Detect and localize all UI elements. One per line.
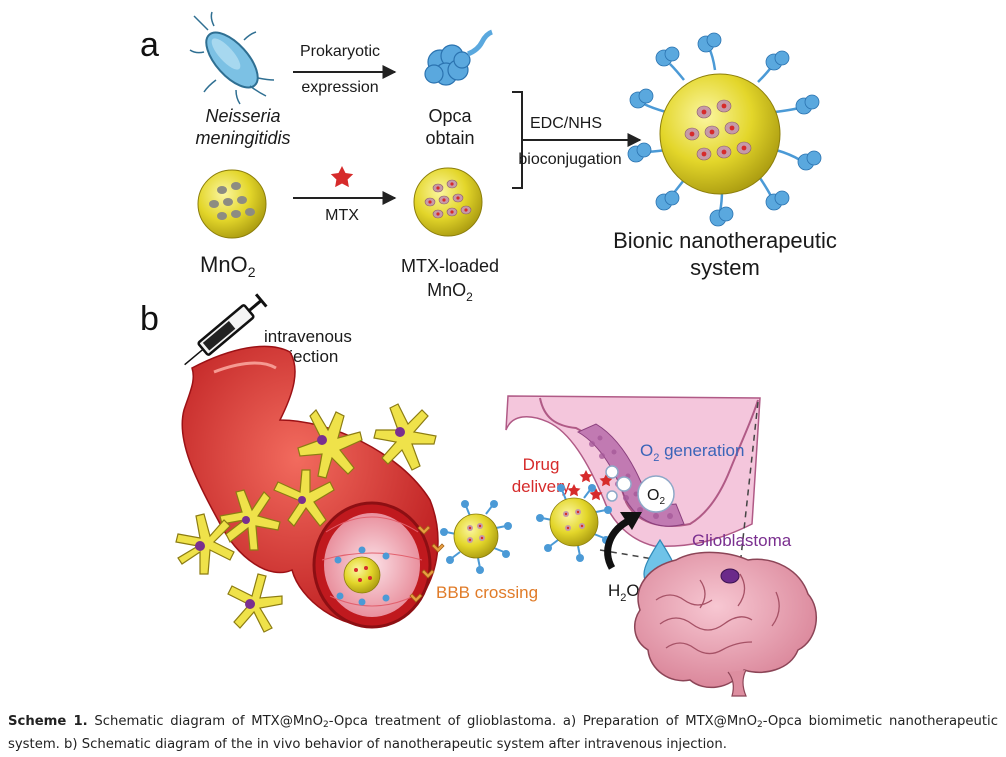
loaded-label-line2: MnO2	[427, 280, 473, 304]
panel-a-letter: a	[140, 26, 159, 64]
caption-sub-2: 2	[756, 720, 763, 730]
o2-bubbles-icon	[605, 465, 675, 513]
tumor-tissue-section-icon	[505, 395, 761, 573]
drug-release-stars	[567, 470, 613, 501]
drug-delivery-label-line2: delivery	[512, 477, 571, 496]
lumen-nanoparticle-icon	[334, 546, 390, 606]
caption-text-1: Schematic diagram of MTX@MnO	[87, 714, 324, 729]
opca-label-line2: obtain	[425, 128, 474, 148]
bbb-crossing-label: BBB crossing	[436, 583, 538, 602]
scheme-figure: a Neisseria meningitidis Prokaryotic exp…	[140, 11, 837, 697]
bacterium-label-line1: Neisseria	[205, 106, 280, 126]
caption-text-3: -Opca biomimetic nanotherapeutic system.…	[8, 714, 998, 752]
reaction-arrow-head	[620, 512, 642, 530]
arrow-label-prokaryotic: Prokaryotic	[300, 43, 380, 60]
reaction-arrow-icon	[604, 516, 632, 570]
mno2-label: MnO2	[200, 252, 256, 280]
caption-text-2: -Opca treatment of glioblastoma. a) Prep…	[328, 714, 757, 729]
conj-label-edc: EDC/NHS	[530, 115, 602, 132]
mno2-sphere-icon	[197, 169, 267, 239]
bionic-label-line2: system	[690, 255, 760, 280]
o2-bubble-label: O2	[647, 487, 665, 507]
panel-b-letter: b	[140, 300, 159, 338]
bionic-nanoparticle-icon	[627, 32, 822, 227]
crossing-nanoparticle-icon	[440, 500, 512, 574]
brain-icon	[634, 551, 817, 697]
opca-protein-icon	[424, 29, 493, 86]
opca-label-line1: Opca	[428, 106, 472, 126]
conj-label-bioconjugation: bioconjugation	[518, 151, 621, 168]
astrocyte-nuclei	[195, 427, 405, 609]
tumor-nanoparticle-icon	[536, 484, 612, 562]
bionic-label-line1: Bionic nanotherapeutic	[613, 228, 837, 253]
receptor-icons	[409, 525, 445, 603]
mtx-star-icon	[330, 166, 354, 188]
loaded-label-line1: MTX-loaded	[401, 256, 499, 276]
caption-label: Scheme 1.	[8, 714, 88, 729]
bacterium-icon	[189, 11, 275, 105]
caption-sub-1: 2	[323, 720, 329, 730]
merge-bracket	[512, 91, 523, 189]
mtx-loaded-sphere-icon	[413, 167, 483, 237]
bacterium-label-line2: meningitidis	[195, 128, 290, 148]
syringe-icon	[184, 293, 268, 366]
o2-generation-label: O2 generation	[640, 441, 744, 464]
mtx-arrow-label: MTX	[325, 207, 359, 224]
figure-caption: Scheme 1. Schematic diagram of MTX@MnO2-…	[8, 712, 998, 755]
glioblastoma-label: Glioblastoma	[692, 531, 792, 550]
drug-delivery-label-line1: Drug	[523, 455, 560, 474]
arrow-label-expression: expression	[301, 79, 378, 96]
injection-label-line1: intravenous	[264, 327, 352, 346]
